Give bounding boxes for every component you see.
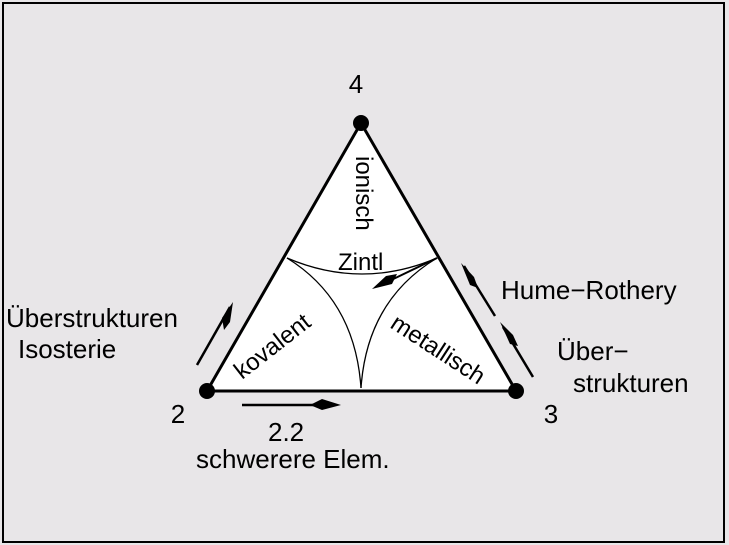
vertex-label-right: 3 [544,399,558,429]
vertex-dot-right [508,383,524,399]
left-arrow [195,302,233,366]
region-label-zintl: Zintl [338,249,383,276]
vertex-dot-top [353,115,369,131]
right-arrow-upper [461,263,497,317]
region-label-ionic: ionisch [350,156,377,231]
bottom-arrow [242,399,341,410]
annotation-strukturen-right: strukturen [573,368,689,398]
vertex-label-left: 2 [171,399,185,429]
zintl-boundary-arc [286,257,438,275]
annotation-ueber-right: Über− [557,336,629,366]
vertex-label-top: 4 [349,69,363,99]
annotation-2-2: 2.2 [268,417,304,447]
covalent-boundary-arc [286,257,362,389]
annotation-hume-rothery: Hume−Rothery [501,275,677,305]
annotation-ueberstrukturen-left: Überstrukturen [6,303,178,333]
annotation-schwerere-elem: schwerere Elem. [196,444,390,474]
zintl-arrow [372,257,438,289]
annotation-isosterie: Isosterie [18,334,116,364]
vertex-dot-left [199,383,215,399]
triangle [205,121,518,393]
right-arrow-lower [500,322,535,378]
metallic-boundary-arc [360,257,438,389]
